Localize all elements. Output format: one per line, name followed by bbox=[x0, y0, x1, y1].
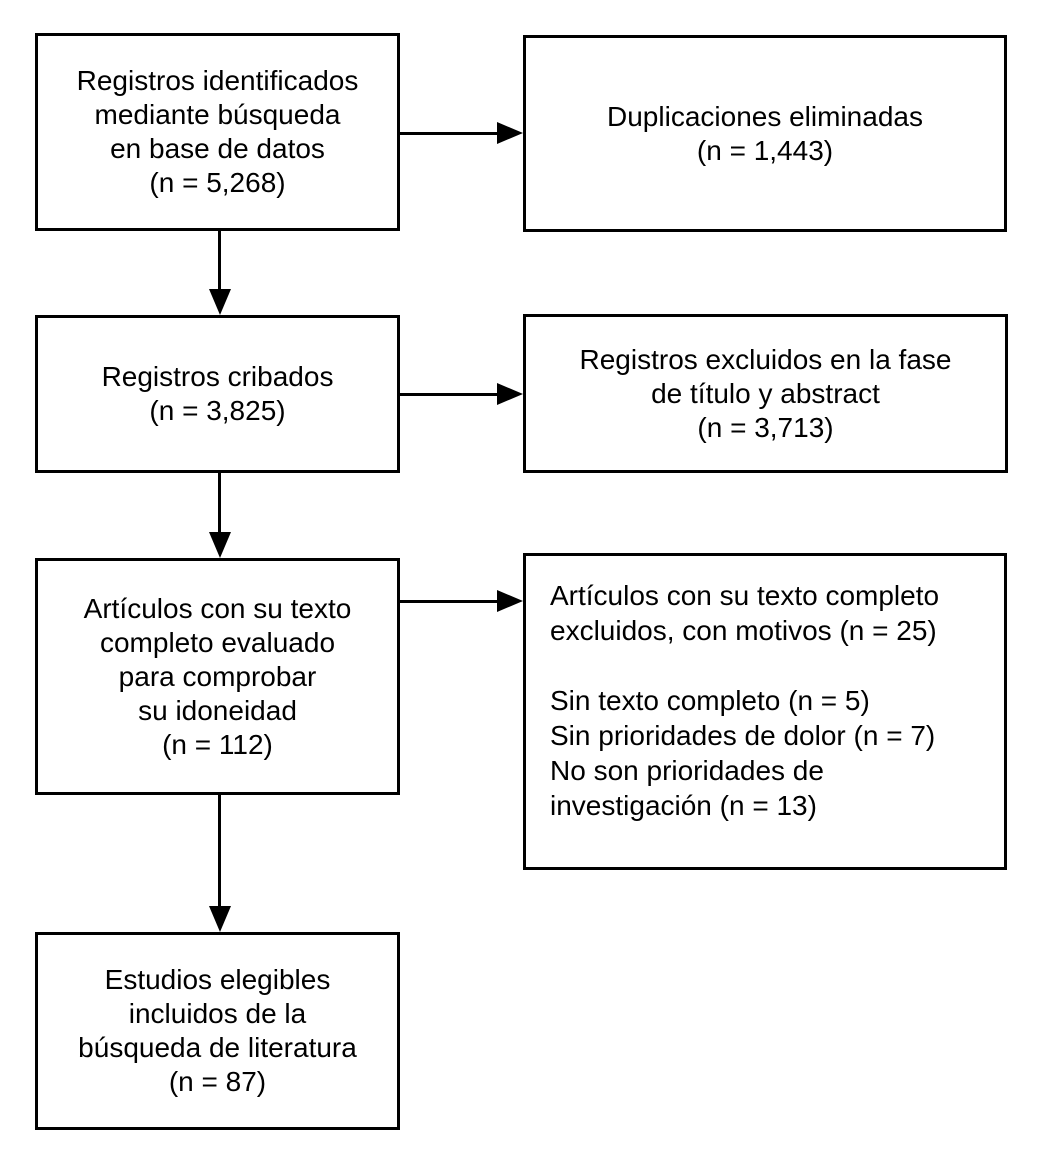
text-line: Sin prioridades de dolor (n = 7) bbox=[550, 720, 936, 751]
text-line: (n = 1,443) bbox=[696, 134, 834, 166]
text-line: excluidos, con motivos (n = 25) bbox=[550, 615, 937, 646]
text-line: Registros excluidos en la fase bbox=[579, 343, 952, 375]
text-line: No son prioridades de bbox=[550, 755, 824, 786]
text-line: Artículos con su texto bbox=[83, 592, 352, 624]
text-line: de título y abstract bbox=[651, 377, 880, 409]
text-line: investigación (n = 13) bbox=[550, 790, 817, 821]
text-line: Registros identificados bbox=[76, 65, 359, 96]
text-line: mediante búsqueda bbox=[94, 99, 341, 130]
text-line: Duplicaciones eliminadas bbox=[607, 100, 923, 132]
arrow-screened-to-excluded-head-icon bbox=[497, 383, 523, 405]
arrow-fulltext-to-included-line bbox=[218, 795, 221, 907]
text-line: (n = 87) bbox=[168, 1066, 267, 1097]
arrow-fulltext-to-excluded-head-icon bbox=[497, 590, 523, 612]
text-line: para comprobar bbox=[118, 660, 317, 692]
text-line: completo evaluado bbox=[99, 626, 336, 658]
arrow-identified-to-screened-head-icon bbox=[209, 289, 231, 315]
text-line: (n = 3,713) bbox=[697, 411, 834, 443]
text-line: incluidos de la bbox=[128, 998, 307, 1029]
arrow-fulltext-to-excluded-line bbox=[400, 600, 500, 603]
text-line: Sin texto completo (n = 5) bbox=[550, 685, 870, 716]
text-line: Registros cribados bbox=[101, 361, 334, 392]
text-line: búsqueda de literatura bbox=[78, 1032, 357, 1063]
text-line: su idoneidad bbox=[138, 694, 297, 726]
box-registros-cribados: Registros cribados(n = 3,825) bbox=[35, 315, 400, 473]
text-line: Estudios elegibles bbox=[104, 964, 331, 995]
arrow-screened-to-excluded-line bbox=[400, 393, 500, 396]
arrow-screened-to-fulltext-line bbox=[218, 473, 221, 533]
text-line: (n = 5,268) bbox=[149, 167, 286, 198]
text-line: (n = 3,825) bbox=[149, 395, 286, 426]
text-line: Artículos con su texto completo bbox=[550, 580, 940, 611]
arrow-identified-to-duplicates-head-icon bbox=[497, 122, 523, 144]
arrow-identified-to-duplicates-line bbox=[400, 132, 500, 135]
arrow-identified-to-screened-line bbox=[218, 231, 221, 291]
text-line: en base de datos bbox=[110, 133, 325, 164]
arrow-screened-to-fulltext-head-icon bbox=[209, 532, 231, 558]
arrow-fulltext-to-included-head-icon bbox=[209, 906, 231, 932]
box-articulos-texto-completo-excluidos: Artículos con su texto completo excluidos… bbox=[523, 553, 1007, 870]
text-line: (n = 112) bbox=[162, 728, 273, 760]
box-duplicaciones-eliminadas: Duplicaciones eliminadas(n = 1,443) bbox=[523, 35, 1007, 232]
